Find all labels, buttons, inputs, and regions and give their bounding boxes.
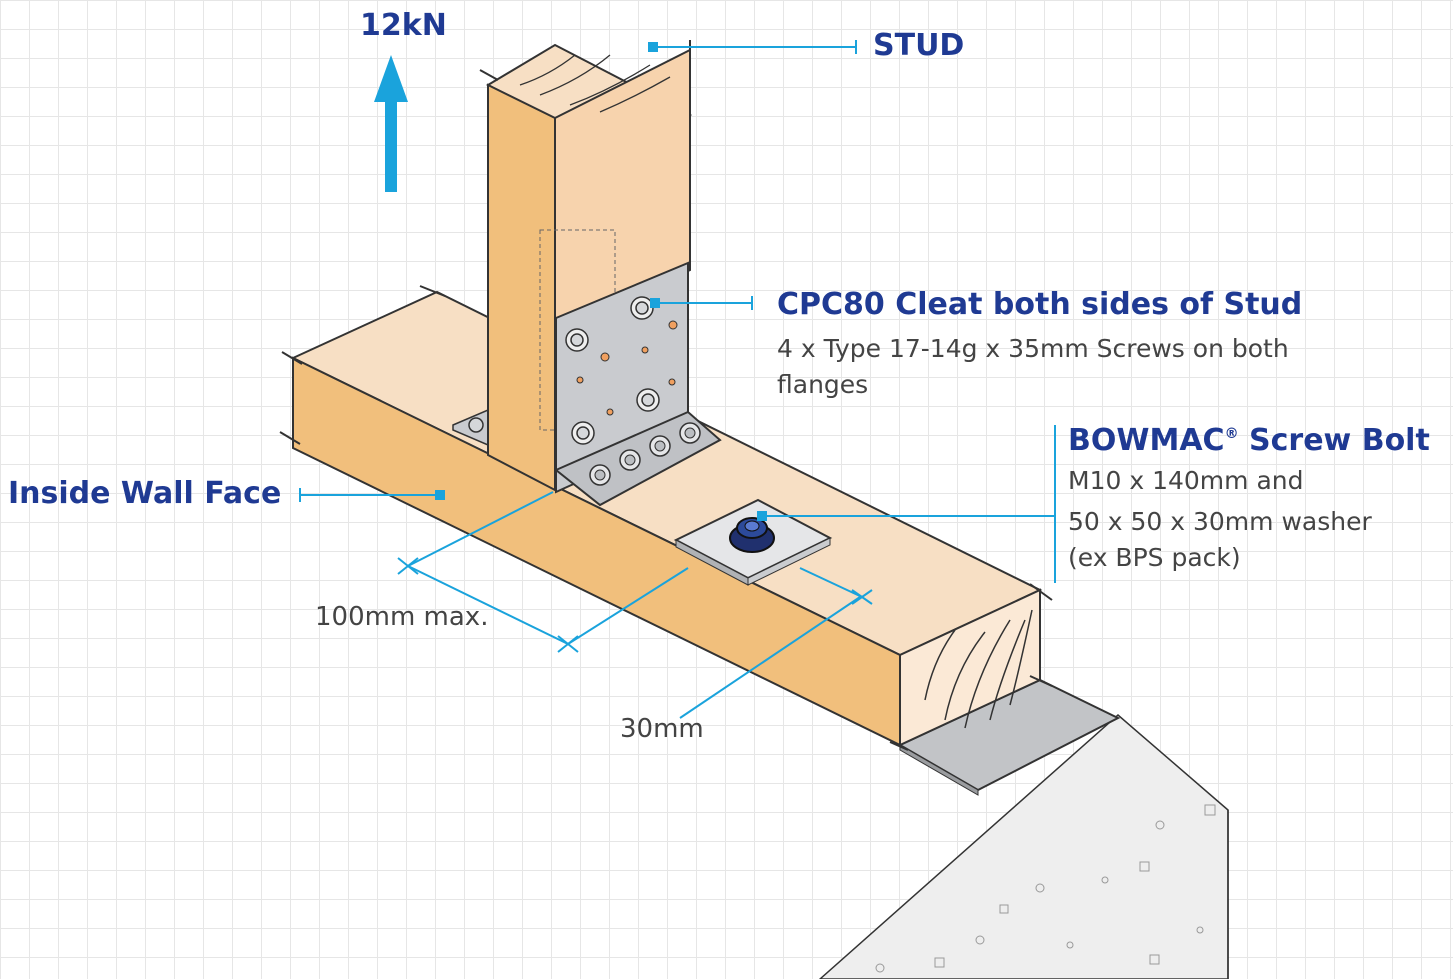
load-arrow <box>374 55 408 192</box>
dimension-30mm-label: 30mm <box>620 714 704 744</box>
bolt-spec-line-2: 50 x 50 x 30mm washer <box>1068 507 1372 536</box>
cleat-title: CPC80 Cleat both sides of Stud <box>777 287 1303 322</box>
stud-label: STUD <box>873 28 965 63</box>
registered-mark: ® <box>1224 426 1239 442</box>
cpc80-cleat <box>554 261 722 507</box>
bolt-spec-line-3: (ex BPS pack) <box>1068 543 1241 572</box>
cleat-screws-line-2: flanges <box>777 370 869 399</box>
dimension-30mm <box>679 567 873 719</box>
bolt-brand: BOWMAC <box>1068 423 1225 458</box>
concrete-slab <box>818 714 1229 979</box>
dimension-100mm <box>397 491 689 653</box>
bolt-spec-line-1: M10 x 140mm and <box>1068 466 1304 495</box>
stud <box>479 40 693 492</box>
screw-bolt <box>673 498 833 586</box>
bolt-title: BOWMAC® Screw Bolt <box>1068 423 1430 458</box>
bottom-plate <box>279 285 1053 751</box>
inside-wall-face-label: Inside Wall Face <box>8 476 282 511</box>
bolt-title-suffix: Screw Bolt <box>1238 423 1430 458</box>
cleat-screws-line-1: 4 x Type 17-14g x 35mm Screws on both <box>777 334 1289 363</box>
load-label: 12kN <box>360 8 447 43</box>
dimension-100mm-label: 100mm max. <box>315 602 489 632</box>
